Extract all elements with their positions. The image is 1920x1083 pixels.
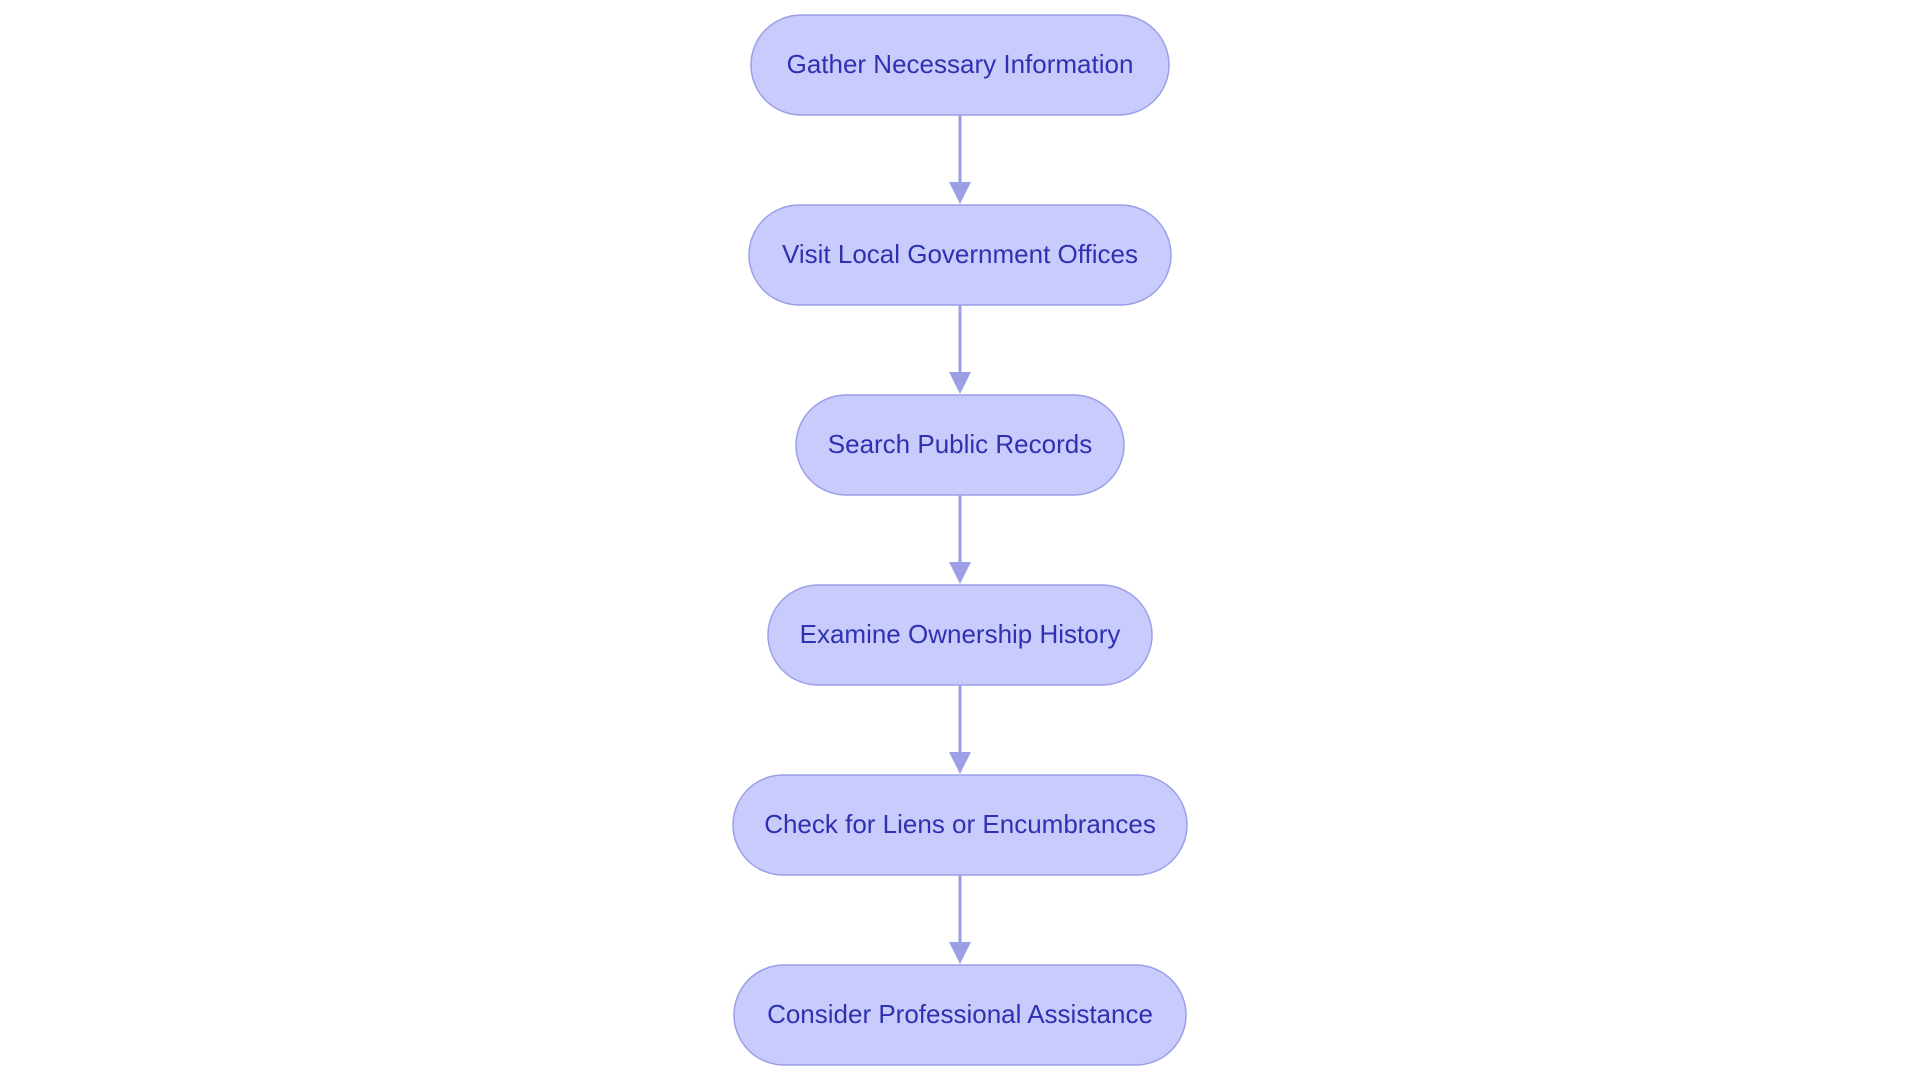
node-label: Visit Local Government Offices xyxy=(782,239,1138,269)
arrowhead-icon xyxy=(949,752,971,774)
arrowhead-icon xyxy=(949,562,971,584)
edge-visit-to-search xyxy=(949,305,971,394)
arrowhead-icon xyxy=(949,942,971,964)
node-layer: Gather Necessary Information Visit Local… xyxy=(732,14,1188,1066)
node-pill xyxy=(733,964,1187,1066)
arrowhead-icon xyxy=(949,182,971,204)
node-pill xyxy=(795,394,1125,496)
node-label: Consider Professional Assistance xyxy=(767,999,1153,1029)
node-search-public-records[interactable]: Search Public Records xyxy=(795,394,1125,496)
arrowhead-icon xyxy=(949,372,971,394)
edge-check-to-consider xyxy=(949,875,971,964)
edge-layer xyxy=(949,115,971,964)
node-pill xyxy=(750,14,1170,116)
node-consider-professional-assistance[interactable]: Consider Professional Assistance xyxy=(733,964,1187,1066)
node-examine-ownership-history[interactable]: Examine Ownership History xyxy=(767,584,1153,686)
edge-search-to-examine xyxy=(949,495,971,584)
edge-gather-to-visit xyxy=(949,115,971,204)
node-label: Gather Necessary Information xyxy=(787,49,1134,79)
edge-examine-to-check xyxy=(949,685,971,774)
node-gather-necessary-information[interactable]: Gather Necessary Information xyxy=(750,14,1170,116)
node-label: Search Public Records xyxy=(828,429,1092,459)
node-check-for-liens-or-encumbrances[interactable]: Check for Liens or Encumbrances xyxy=(732,774,1188,876)
node-pill xyxy=(732,774,1188,876)
node-pill xyxy=(767,584,1153,686)
node-label: Check for Liens or Encumbrances xyxy=(764,809,1156,839)
node-label: Examine Ownership History xyxy=(800,619,1121,649)
node-pill xyxy=(748,204,1172,306)
node-visit-local-government-offices[interactable]: Visit Local Government Offices xyxy=(748,204,1172,306)
